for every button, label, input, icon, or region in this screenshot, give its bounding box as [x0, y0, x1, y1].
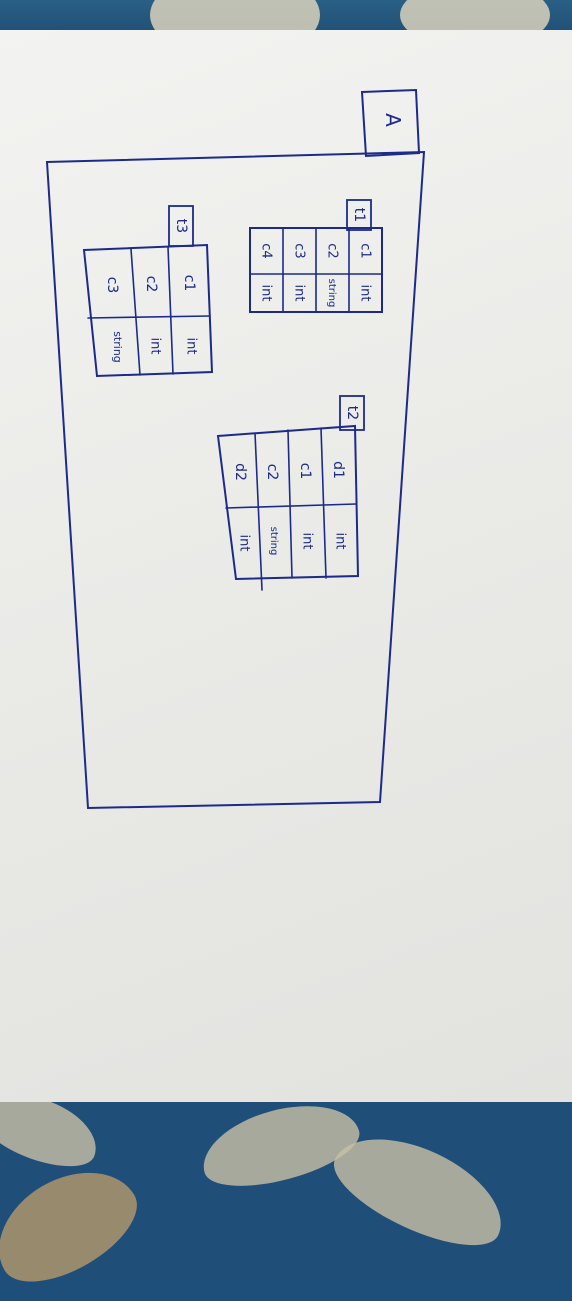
container-label: A — [381, 113, 405, 127]
container-rectangle — [45, 150, 426, 810]
table-name: t1 — [351, 208, 367, 222]
cell-type: string — [268, 527, 279, 556]
cell-column: c2 — [143, 276, 159, 293]
table-name: t3 — [173, 219, 189, 233]
table-name-box — [339, 395, 365, 431]
cell-column: c4 — [259, 243, 274, 258]
cell-column: d1 — [330, 461, 346, 479]
cell-column: d2 — [232, 463, 248, 481]
table-grid — [82, 243, 214, 378]
cell-type: int — [237, 535, 252, 552]
cell-column: c2 — [264, 464, 280, 481]
cell-type: int — [358, 285, 373, 302]
cell-column: c3 — [104, 277, 120, 294]
container-label-box: A — [360, 88, 421, 158]
cell-column: c1 — [297, 463, 313, 480]
cell-type: string — [326, 279, 337, 308]
cell-column: c1 — [358, 243, 373, 258]
cell-type: int — [184, 338, 199, 355]
cell-type: int — [292, 285, 307, 302]
table-t2: t2 d1 int c1 int c2 string d2 int — [216, 395, 365, 591]
cell-type: int — [333, 533, 348, 550]
table-name-box — [346, 199, 372, 231]
cell-column: c1 — [181, 275, 197, 292]
cell-type: int — [148, 338, 163, 355]
cell-column: c2 — [325, 243, 340, 258]
table-name: t2 — [344, 406, 360, 420]
paper-sheet — [0, 30, 572, 1102]
table-grid — [216, 424, 360, 581]
cell-type: int — [300, 533, 315, 550]
cell-type: int — [259, 285, 274, 302]
table-t3: t3 c1 int c2 int c3 string — [82, 205, 214, 378]
cell-type: string — [111, 331, 124, 363]
cell-column: c3 — [292, 243, 307, 258]
table-t1: t1 c1 int c2 string c3 int c4 int — [249, 199, 383, 313]
